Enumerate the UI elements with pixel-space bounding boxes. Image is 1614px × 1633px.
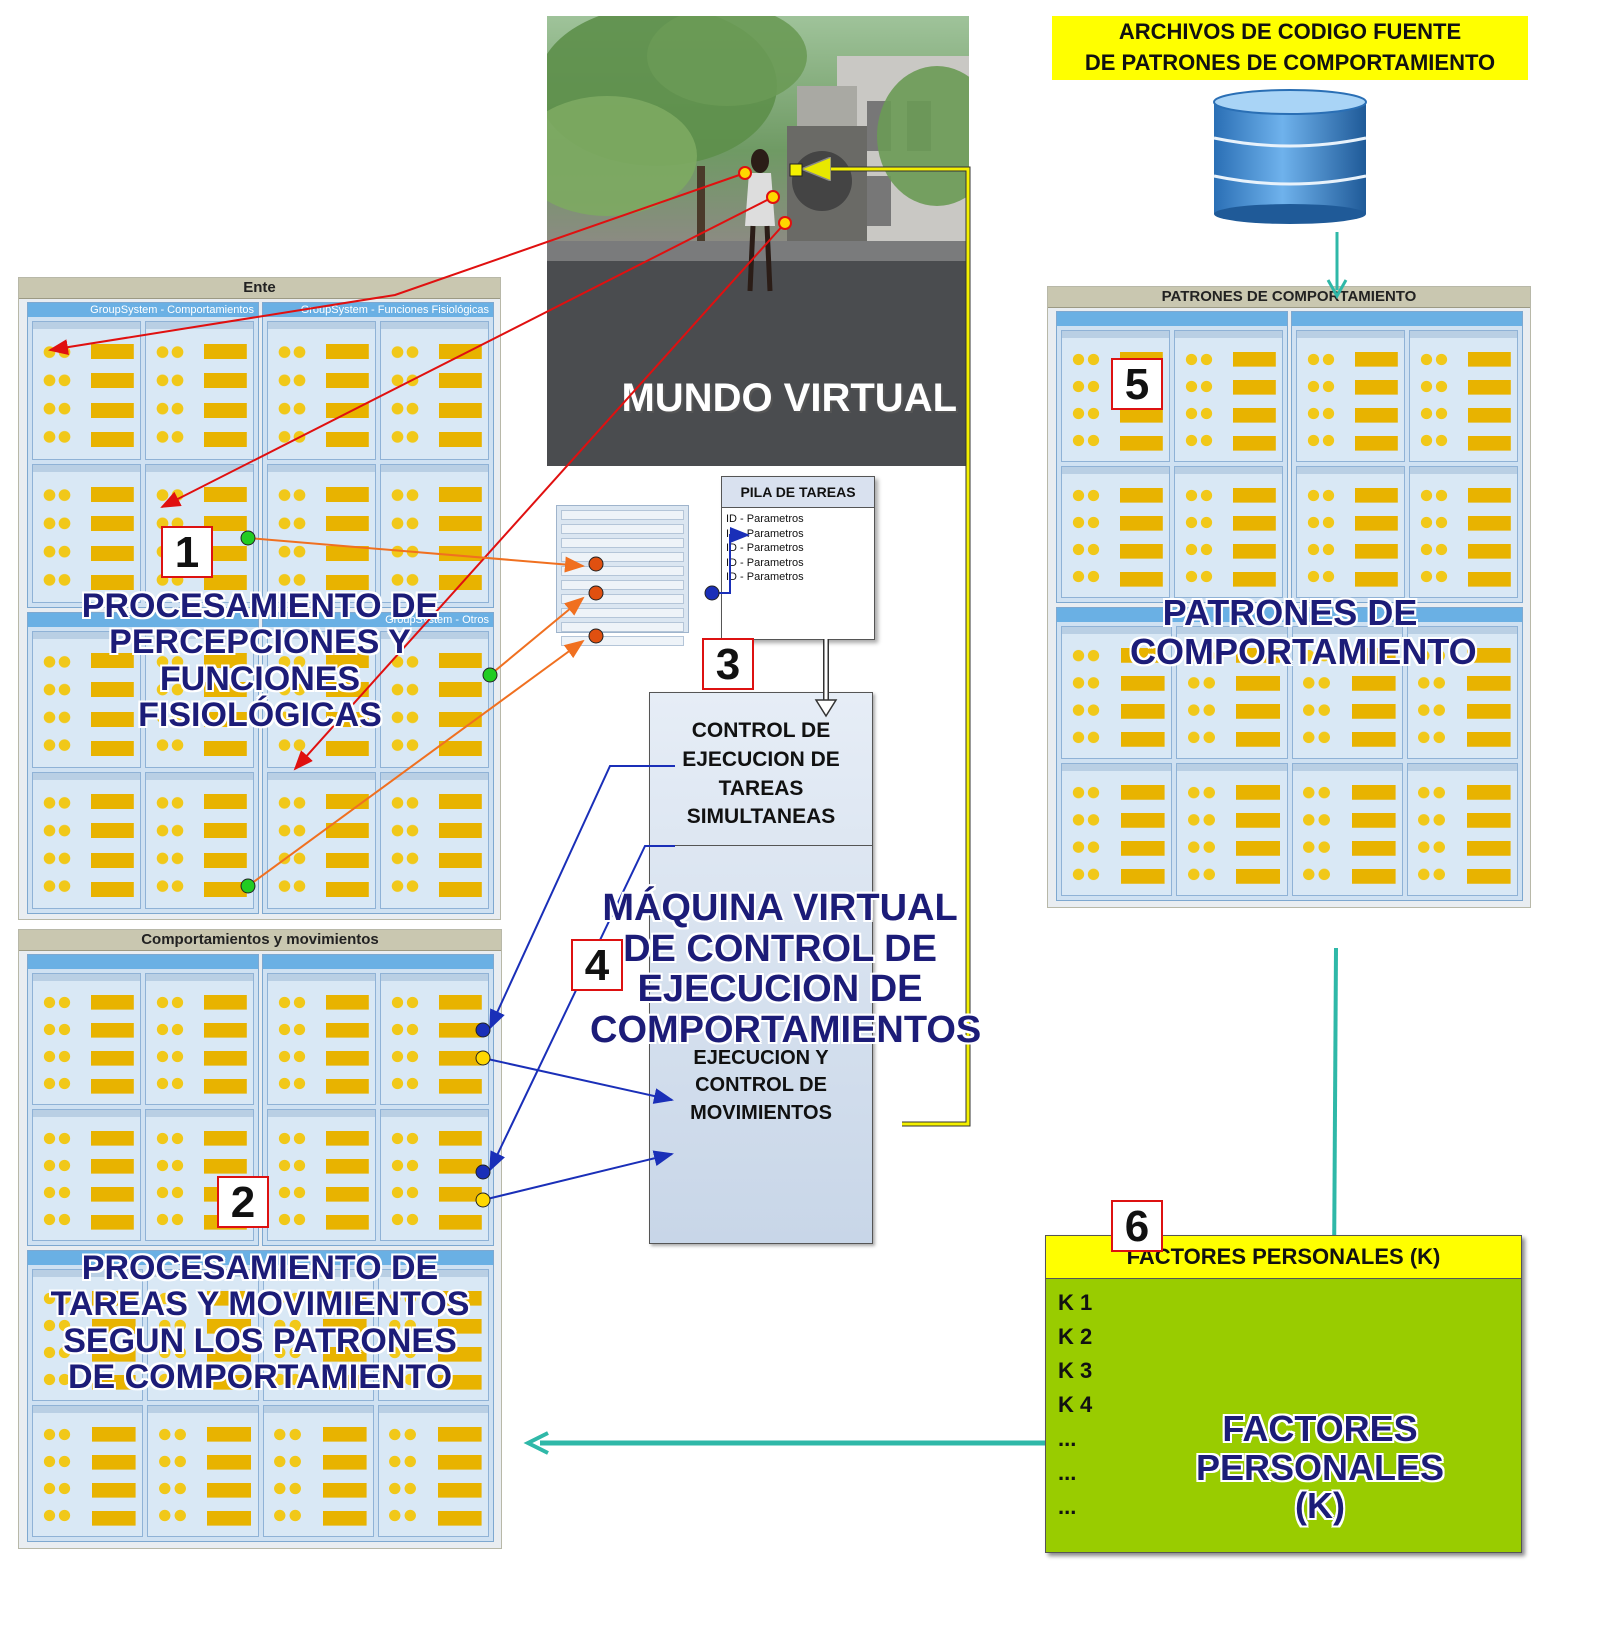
comportamientos-caption: PROCESAMIENTO DE TAREAS Y MOVIMIENTOS SE… bbox=[50, 1249, 470, 1397]
number-5: 5 bbox=[1111, 358, 1163, 410]
ente-caption: PROCESAMIENTO DE PERCEPCIONES Y FUNCIONE… bbox=[81, 587, 439, 735]
database-icon bbox=[1213, 89, 1367, 224]
pila-title: PILA DE TAREAS bbox=[722, 477, 874, 508]
factores-title: FACTORES PERSONALES (K) bbox=[1046, 1236, 1521, 1279]
archivos-label: ARCHIVOS DE CODIGO FUENTE DE PATRONES DE… bbox=[1052, 16, 1528, 80]
patrones-panel-title: PATRONES DE COMPORTAMIENTO bbox=[1048, 287, 1530, 308]
number-3: 3 bbox=[702, 638, 754, 690]
number-4: 4 bbox=[571, 939, 623, 991]
ente-group-otros: GroupSystem - Otros bbox=[262, 612, 494, 914]
comportamientos-panel-title: Comportamientos y movimientos bbox=[19, 930, 501, 951]
factores-personales: FACTORES PERSONALES (K) K 1 K 2 K 3 K 4 … bbox=[1045, 1235, 1522, 1553]
pila-item: ID - Parametros bbox=[726, 542, 804, 554]
ente-group-otros-header: GroupSystem - Otros bbox=[263, 613, 493, 627]
archivos-line2: DE PATRONES DE COMPORTAMIENTO bbox=[1084, 50, 1496, 75]
pila-item: ID - Parametros bbox=[726, 513, 804, 525]
factor-item: ... bbox=[1058, 1460, 1077, 1485]
factor-item: ... bbox=[1058, 1494, 1077, 1519]
ente-group-comportamientos-header: GroupSystem - Comportamientos bbox=[28, 303, 258, 317]
mundo-virtual-caption: MUNDO VIRTUAL bbox=[621, 376, 957, 420]
control-box: CONTROL DE EJECUCION DE TAREAS SIMULTANE… bbox=[649, 692, 873, 1244]
factor-item: K 3 bbox=[1058, 1358, 1093, 1383]
ente-panel-title: Ente bbox=[19, 278, 500, 299]
patrones-caption: PATRONES DE COMPORTAMIENTO bbox=[1130, 592, 1477, 672]
ente-group-3-header bbox=[28, 613, 258, 627]
pila-de-tareas: PILA DE TAREAS ID - Parametros ID - Para… bbox=[721, 476, 875, 640]
maquina-caption: MÁQUINA VIRTUAL DE CONTROL DE EJECUCION … bbox=[590, 887, 982, 1051]
factor-item: ... bbox=[1058, 1426, 1077, 1451]
ente-panel: Ente GroupSystem - Comportamientos Group… bbox=[18, 277, 501, 920]
control-movimientos-text: EJECUCION Y CONTROL DE MOVIMIENTOS bbox=[690, 1047, 832, 1124]
factor-item: K 1 bbox=[1058, 1290, 1093, 1315]
factor-item: K 4 bbox=[1058, 1392, 1093, 1417]
ente-group-comportamientos: GroupSystem - Comportamientos bbox=[27, 302, 259, 608]
factor-item: K 2 bbox=[1058, 1324, 1093, 1349]
number-1: 1 bbox=[161, 526, 213, 578]
factores-caption: FACTORES PERSONALES (K) bbox=[1195, 1408, 1445, 1527]
pila-item: ID - Parametros bbox=[726, 571, 804, 583]
control-tareas-text: CONTROL DE EJECUCION DE TAREAS SIMULTANE… bbox=[682, 719, 840, 829]
archivos-line1: ARCHIVOS DE CODIGO FUENTE bbox=[1118, 19, 1462, 44]
comportamientos-panel: Comportamientos y movimientos bbox=[18, 929, 502, 1549]
number-6: 6 bbox=[1111, 1200, 1163, 1252]
number-2: 2 bbox=[217, 1176, 269, 1228]
pila-item: ID - Parametros bbox=[726, 556, 804, 569]
ente-group-3 bbox=[27, 612, 259, 914]
